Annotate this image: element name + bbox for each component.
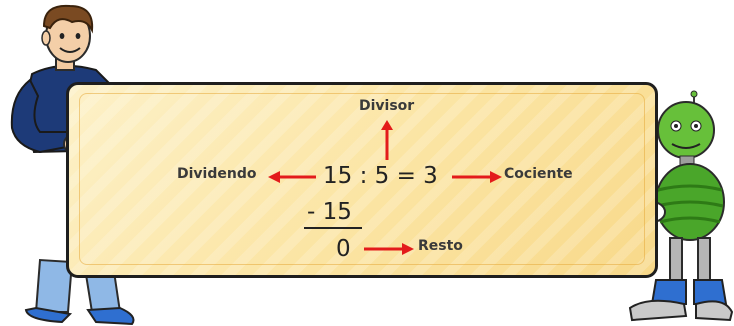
quotient-label: Cociente: [504, 166, 573, 182]
subtraction-line: [304, 227, 362, 229]
quotient-arrow: [452, 171, 502, 183]
dividend-arrow: [268, 171, 316, 183]
division-equation: 15 : 5 = 3: [323, 163, 438, 189]
board: [66, 82, 658, 278]
robot-character-illustration: [628, 90, 734, 322]
divisor-arrow: [381, 120, 393, 160]
remainder-value: 0: [336, 236, 351, 262]
board-texture: [69, 85, 655, 275]
remainder-arrow: [364, 243, 414, 255]
divisor-label: Divisor: [359, 98, 415, 114]
subtraction-value: - 15: [307, 199, 352, 225]
dividend-label: Dividendo: [177, 166, 257, 182]
remainder-label: Resto: [418, 238, 463, 254]
board-inner-frame: [79, 93, 645, 265]
